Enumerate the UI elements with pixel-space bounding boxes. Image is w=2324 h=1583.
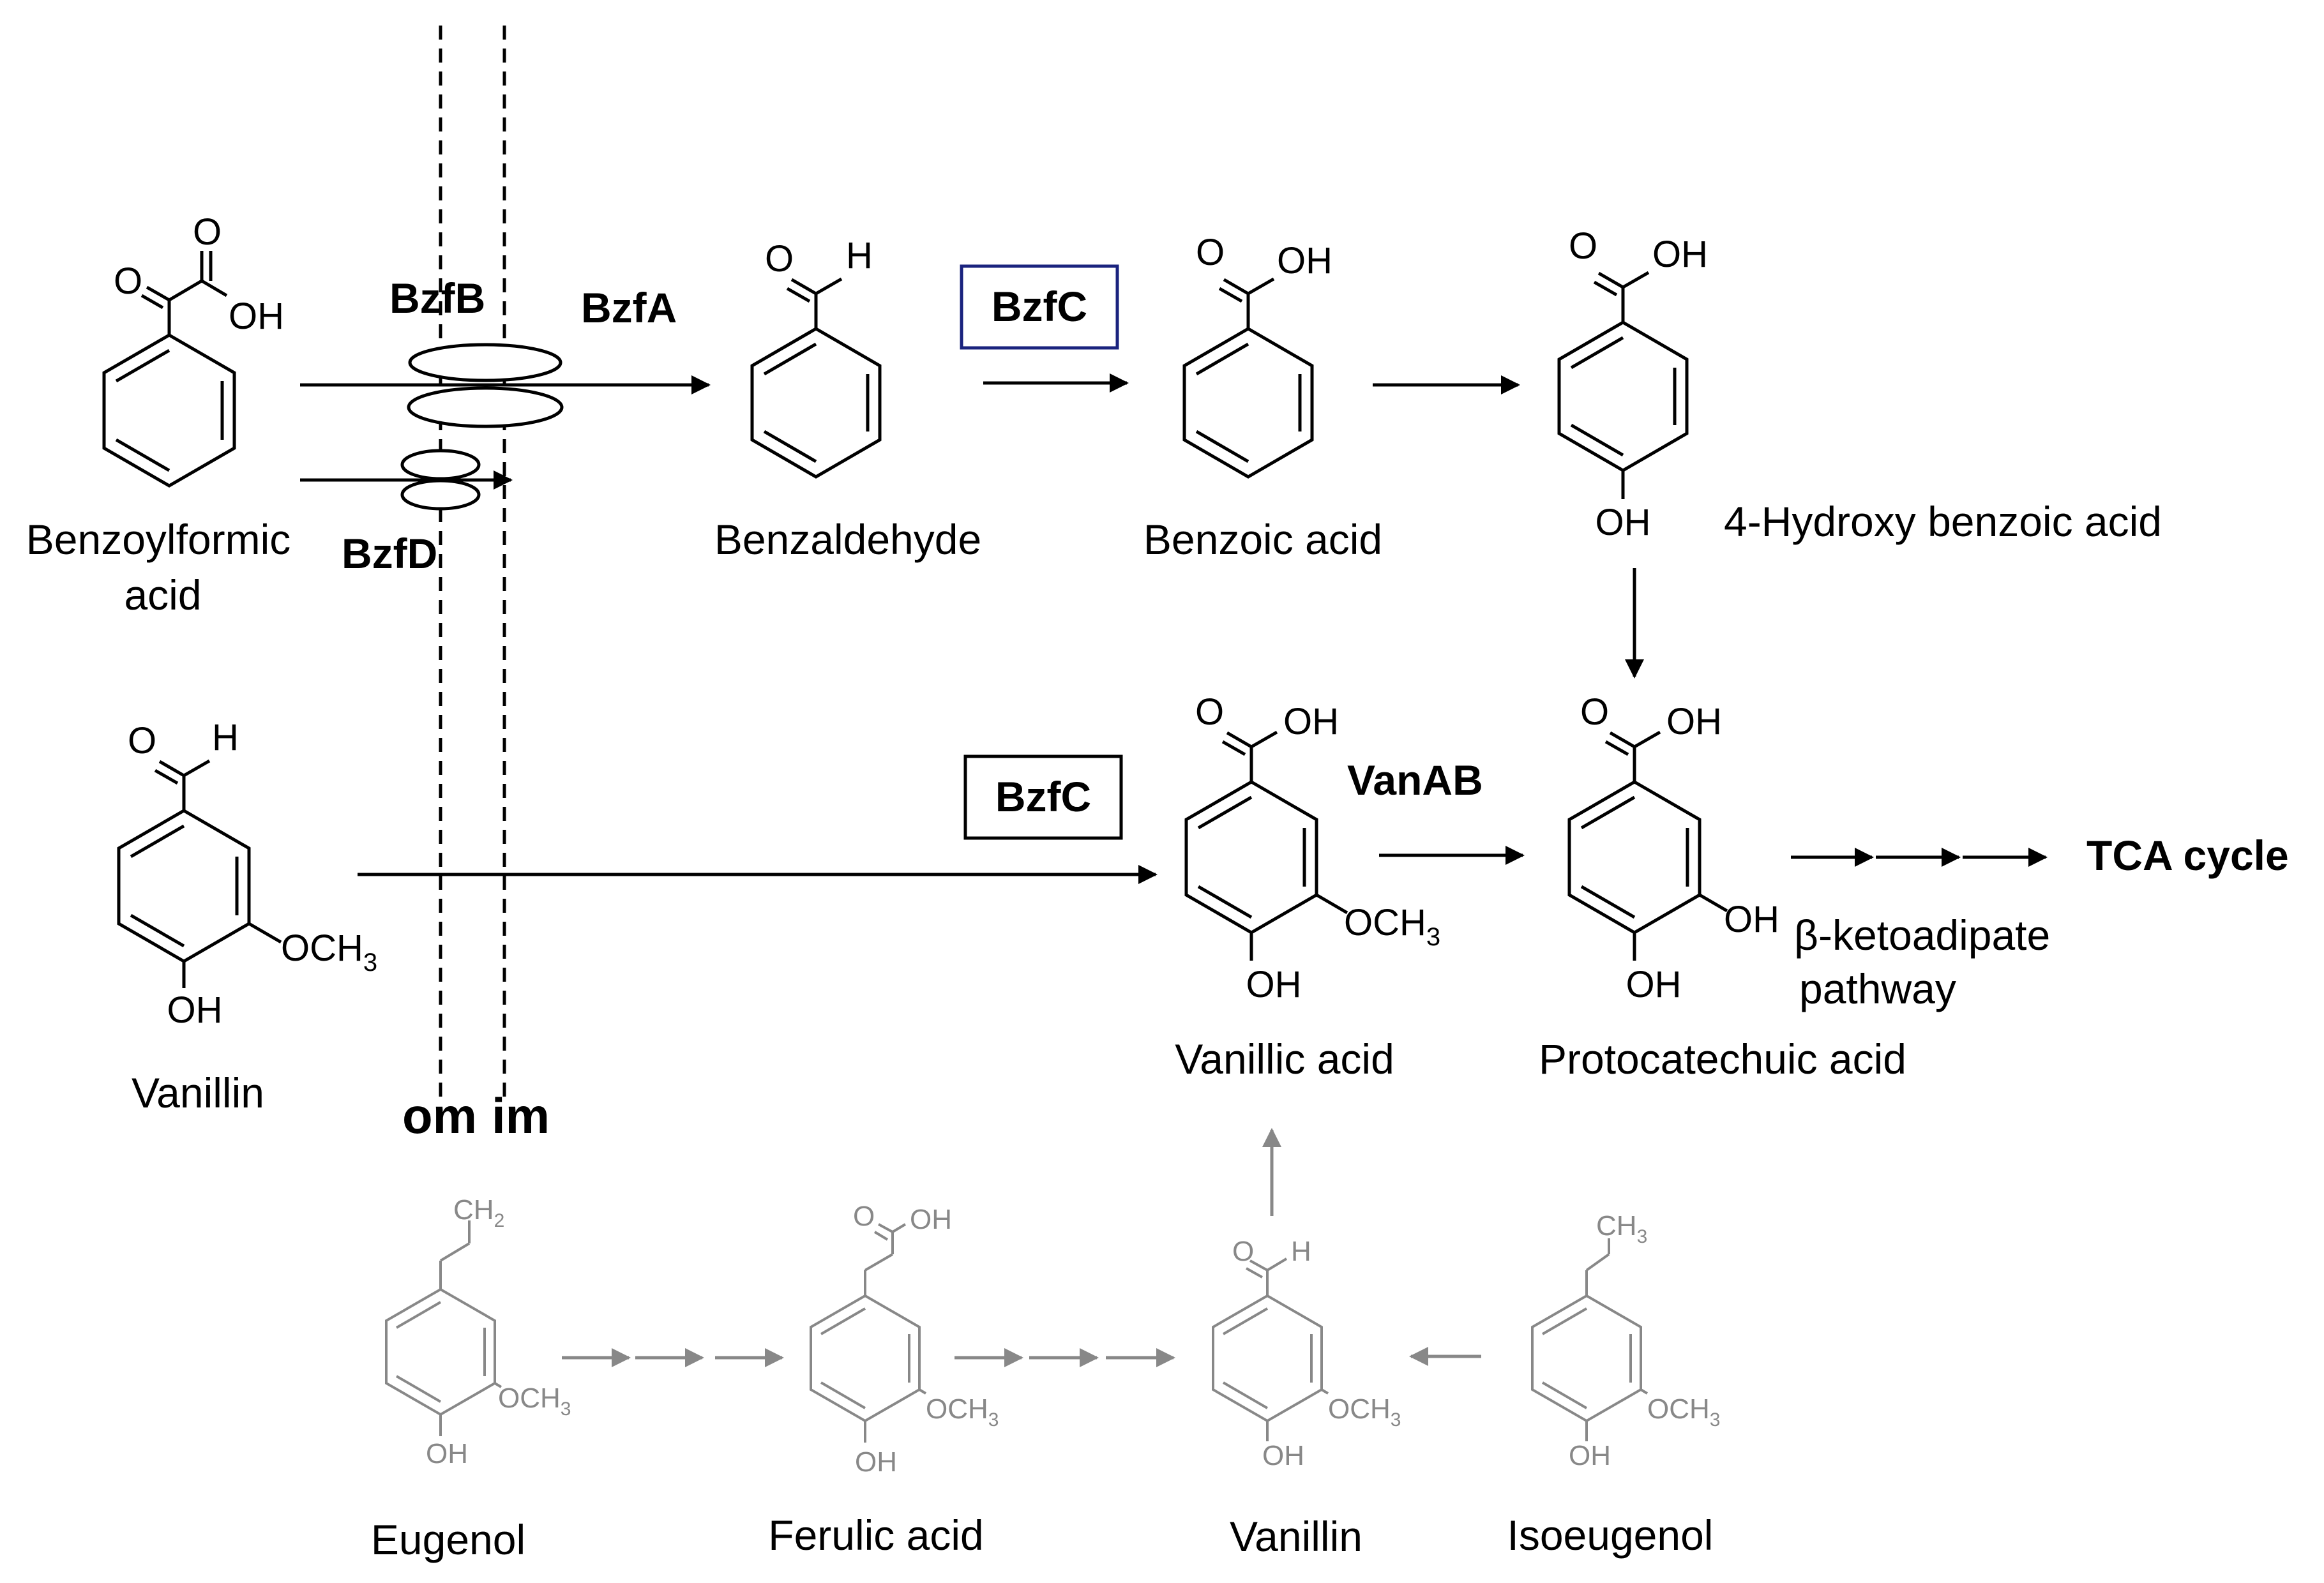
vanAB-label: VanAB	[1347, 756, 1483, 804]
isoeugenol-oh: OH	[1569, 1440, 1611, 1471]
hydroxybenzoic-o: O	[1569, 225, 1597, 267]
eugenol-och3: OCH3	[498, 1383, 571, 1420]
benzoylformic-acid-name-line1: Benzoylformic	[26, 516, 290, 563]
benzaldehyde-h: H	[846, 235, 873, 276]
benzoic-acid-structure	[1182, 277, 1314, 479]
vanillin-bottom-structure	[1212, 1257, 1329, 1441]
vanillic-acid-structure	[1184, 730, 1348, 961]
bzfC-mid-label: BzfC	[995, 773, 1091, 820]
bzfC-top-box	[960, 264, 1119, 350]
eugenol-structure	[385, 1220, 502, 1436]
bzfB-transporter	[407, 343, 564, 428]
hydroxybenzoic-acid-structure	[1557, 271, 1689, 499]
ferulic-acid-name: Ferulic acid	[768, 1512, 983, 1559]
protocatechuic-acid-structure	[1567, 730, 1728, 961]
benzoic-o: O	[1196, 232, 1225, 273]
protocatechuic-oh3: OH	[1724, 899, 1779, 940]
beta-ketoadipate-label-line2: pathway	[1799, 965, 1956, 1012]
bzfD-label: BzfD	[342, 530, 437, 577]
eugenol-name: Eugenol	[371, 1516, 525, 1563]
benzaldehyde-o: O	[765, 238, 794, 280]
vanillin-bottom-och3: OCH3	[1328, 1393, 1401, 1430]
benzaldehyde-name: Benzaldehyde	[714, 516, 981, 563]
bzfC-mid-box	[963, 754, 1123, 840]
vanillin-bottom-oh: OH	[1262, 1440, 1304, 1471]
membrane	[439, 26, 506, 1098]
vanillic-acid-name: Vanillic acid	[1175, 1035, 1394, 1083]
vanillin-top-och3: OCH3	[281, 927, 377, 977]
bzfB-label: BzfB	[389, 274, 485, 322]
ferulic-ring-oh: OH	[855, 1446, 897, 1478]
isoeugenol-structure	[1531, 1238, 1649, 1441]
protocatechuic-o: O	[1580, 691, 1609, 733]
vanillin-top-name: Vanillin	[132, 1069, 264, 1116]
ferulic-acid-structure	[810, 1223, 927, 1443]
vanillin-bottom-o: O	[1232, 1236, 1254, 1267]
isoeugenol-name: Isoeugenol	[1507, 1512, 1714, 1559]
benzaldehyde-structure	[750, 277, 882, 479]
grey-pathway: CH2 OCH3 OH Eugenol O OH OCH3 OH Ferulic…	[371, 1128, 1720, 1563]
vanillin-bottom-h: H	[1291, 1236, 1311, 1267]
bzfA-label: BzfA	[581, 284, 677, 331]
hydroxybenzoic-oh: OH	[1652, 234, 1708, 275]
vanillic-oh: OH	[1283, 701, 1339, 742]
vanillic-ring-oh: OH	[1246, 964, 1302, 1005]
vanillin-top-o: O	[128, 720, 156, 761]
vanillic-och3: OCH3	[1344, 902, 1440, 951]
benzoylformic-acid-name-line2: acid	[124, 571, 201, 619]
vanillin-top-structure	[117, 759, 282, 988]
eugenol-oh: OH	[426, 1438, 468, 1469]
beta-ketoadipate-label-line1: β-ketoadipate	[1794, 912, 2050, 959]
benzoylformic-oh: OH	[229, 296, 284, 337]
benzoic-acid-name: Benzoic acid	[1143, 516, 1382, 563]
vanillin-top-oh: OH	[167, 989, 223, 1031]
isoeugenol-och3: OCH3	[1647, 1393, 1720, 1430]
vanillic-o: O	[1195, 691, 1224, 733]
benzoic-oh: OH	[1277, 240, 1332, 281]
benzoylformic-acid-structure	[102, 251, 236, 488]
hydroxybenzoic-acid-name: 4-Hydroxy benzoic acid	[1724, 498, 2162, 545]
bzfD-transporter	[400, 449, 481, 511]
bzfC-top-label: BzfC	[992, 283, 1087, 330]
vanillin-bottom-name: Vanillin	[1230, 1513, 1362, 1560]
protocatechuic-oh: OH	[1666, 701, 1722, 742]
outer-membrane-label: om	[402, 1088, 477, 1144]
ferulic-oh: OH	[910, 1204, 952, 1235]
ferulic-o: O	[853, 1201, 875, 1232]
benzoylformic-o2: O	[193, 211, 222, 253]
hydroxybenzoic-ring-oh: OH	[1596, 502, 1651, 543]
benzoylformic-o1: O	[114, 260, 142, 302]
vanillin-top-h: H	[212, 717, 239, 758]
isoeugenol-ch3: CH3	[1596, 1210, 1647, 1247]
protocatechuic-oh4: OH	[1626, 964, 1682, 1005]
inner-membrane-label: im	[492, 1088, 550, 1144]
protocatechuic-acid-name: Protocatechuic acid	[1539, 1035, 1906, 1083]
ferulic-och3: OCH3	[926, 1393, 999, 1430]
eugenol-ch2: CH2	[453, 1194, 504, 1231]
tca-cycle-label: TCA cycle	[2086, 832, 2289, 879]
